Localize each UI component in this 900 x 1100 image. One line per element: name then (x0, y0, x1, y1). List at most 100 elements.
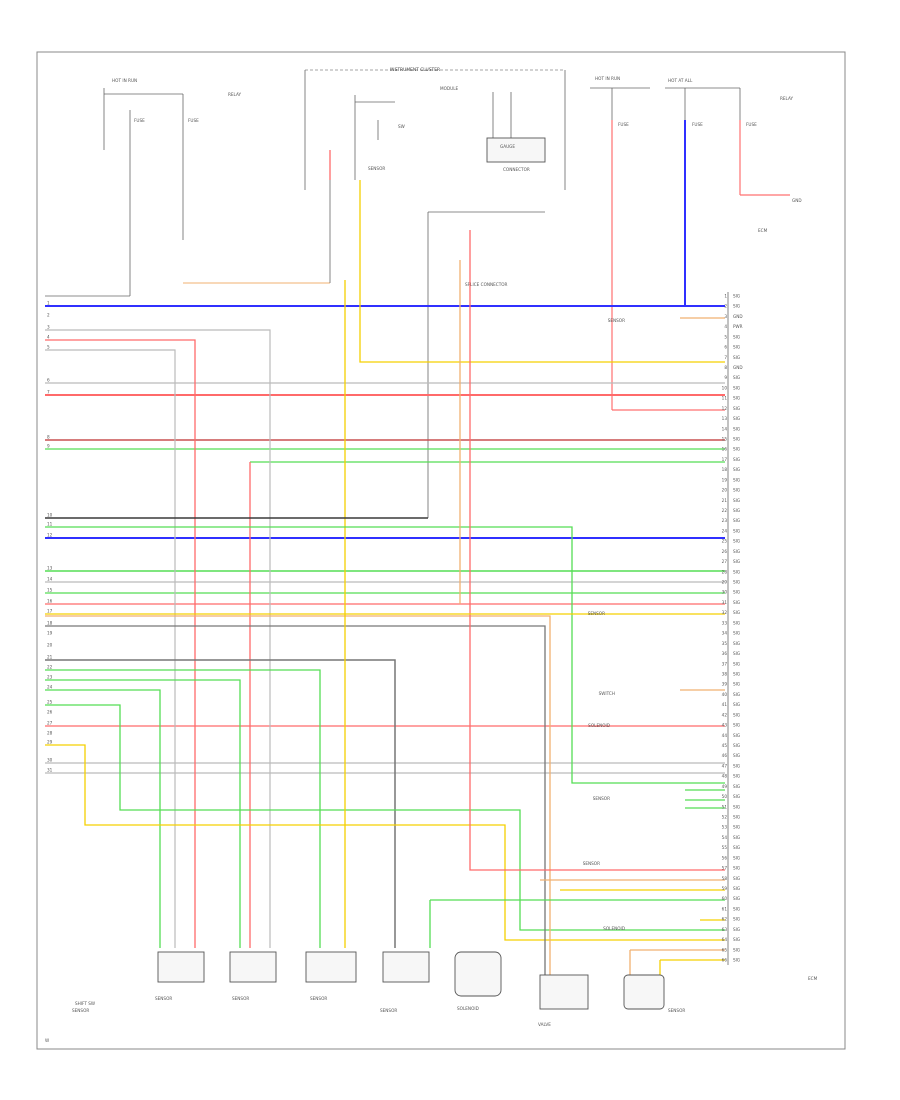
ecm-pin-43: 43 (722, 723, 728, 728)
ecm-pin-57: 57 (722, 866, 728, 871)
ecm-pin-60: 60 (722, 896, 728, 901)
ecm-function-63: SIG (733, 927, 740, 932)
ecm-pin-50: 50 (722, 794, 728, 799)
ecm-function-30: SIG (733, 590, 740, 595)
ecm-pin-64: 64 (722, 937, 728, 942)
left-pin-15: 15 (47, 588, 53, 593)
ecm-pin-66: 66 (722, 958, 728, 963)
ecm-bottom-label: ECM (808, 976, 818, 981)
diagram-border (36, 51, 846, 1050)
hot-label-right-1: HOT IN RUN (595, 76, 620, 81)
ecm-function-40: SIG (733, 692, 740, 697)
mid-label-2: SENSOR (588, 611, 605, 616)
ecm-function-66: SIG (733, 958, 740, 963)
left-pin-5: 5 (47, 345, 50, 350)
ecm-pin-39: 39 (722, 682, 728, 687)
ecm-function-15: SIG (733, 437, 740, 442)
ecm-function-5: SIG (733, 334, 740, 339)
ecm-function-29: SIG (733, 580, 740, 585)
cluster-switch-label: SW (398, 124, 405, 129)
wire-green-comp1 (45, 689, 161, 948)
ecm-function-27: SIG (733, 559, 740, 564)
wire-orange-comp6 (45, 615, 551, 975)
ecm-pin-14: 14 (722, 426, 728, 431)
wire-red-comp1 (45, 339, 196, 948)
ecm-pin-49: 49 (722, 784, 728, 789)
left-pin-14: 14 (47, 577, 53, 582)
ecm-function-33: SIG (733, 620, 740, 625)
ecm-pin-17: 17 (722, 457, 728, 462)
ecm-function-56: SIG (733, 855, 740, 860)
fuse-right-2-label: FUSE (692, 122, 703, 127)
relay-right-label: RELAY (780, 96, 794, 101)
ecm-function-51: SIG (733, 804, 740, 809)
ecm-pin-61: 61 (722, 906, 728, 911)
ecm-function-4: PWR (733, 324, 743, 329)
ecm-pin-1: 1 (724, 294, 727, 299)
ecm-function-52: SIG (733, 814, 740, 819)
ecm-pin-36: 36 (722, 651, 728, 656)
ecm-function-13: SIG (733, 416, 740, 421)
ecm-function-50: SIG (733, 794, 740, 799)
ecm-pin-25: 25 (722, 539, 728, 544)
ecm-pin-32: 32 (722, 610, 728, 615)
ecm-function-22: SIG (733, 508, 740, 513)
ecm-pin-33: 33 (722, 620, 728, 625)
ecm-pin-51: 51 (722, 804, 728, 809)
instrument-cluster-label: INSTRUMENT CLUSTER (390, 67, 440, 73)
ecm-pin-24: 24 (722, 528, 728, 533)
cluster-connector-label: CONNECTOR (503, 167, 530, 172)
hot-at-all-times-label: HOT IN RUN (112, 78, 137, 83)
ecm-function-48: SIG (733, 774, 740, 779)
left-pin-30: 30 (47, 758, 53, 763)
ecm-pin-29: 29 (722, 580, 728, 585)
ecm-function-7: SIG (733, 355, 740, 360)
ecm-pin-48: 48 (722, 774, 728, 779)
ecm-function-39: SIG (733, 682, 740, 687)
ecm-pin-34: 34 (722, 631, 728, 636)
ecm-function-55: SIG (733, 845, 740, 850)
ecm-pin-16: 16 (722, 447, 728, 452)
wire-yellow-long (45, 744, 725, 941)
ecm-pin-63: 63 (722, 927, 728, 932)
wire-gray-comp4 (45, 659, 396, 948)
ecm-pin-46: 46 (722, 753, 728, 758)
ecm-pin-28: 28 (722, 569, 728, 574)
left-pin-12: 12 (47, 533, 53, 538)
ecm-pin-12: 12 (722, 406, 728, 411)
relay-label: RELAY (228, 92, 242, 97)
wire-gray-comp2 (45, 329, 271, 948)
ecm-function-31: SIG (733, 600, 740, 605)
component-0-label-1: SHIFT SW (75, 1001, 95, 1006)
component-2-label: SENSOR (232, 996, 249, 1001)
wire-green-5 (45, 526, 725, 784)
ecm-function-45: SIG (733, 743, 740, 748)
ecm-function-1: SIG (733, 294, 740, 299)
component-7-box (623, 974, 665, 1010)
cluster-gauge-box (486, 137, 546, 163)
ecm-function-11: SIG (733, 396, 740, 401)
diagram-code: W (45, 1038, 49, 1043)
splice-connector-label: SPLICE CONNECTOR (465, 282, 508, 287)
wire-green-long (45, 704, 725, 931)
ecm-pin-65: 65 (722, 947, 728, 952)
wire-gray-comp1 (45, 349, 176, 948)
ecm-pin-19: 19 (722, 477, 728, 482)
ecm-function-58: SIG (733, 876, 740, 881)
ecm-pin-27: 27 (722, 559, 728, 564)
ecm-pin-52: 52 (722, 814, 728, 819)
left-pin-9: 9 (47, 444, 50, 449)
hot-label-right-2: HOT AT ALL (668, 78, 693, 83)
ecm-pin-8: 8 (724, 365, 727, 370)
ecm-pin-38: 38 (722, 671, 728, 676)
ecm-function-65: SIG (733, 947, 740, 952)
ecm-pin-42: 42 (722, 712, 728, 717)
ecm-function-59: SIG (733, 886, 740, 891)
left-pin-10: 10 (47, 513, 53, 518)
left-pin-27: 27 (47, 721, 53, 726)
ecm-function-47: SIG (733, 763, 740, 768)
ecm-pin-10: 10 (722, 385, 728, 390)
component-2-box (229, 951, 277, 983)
fuse-left-2-label: FUSE (188, 118, 199, 123)
